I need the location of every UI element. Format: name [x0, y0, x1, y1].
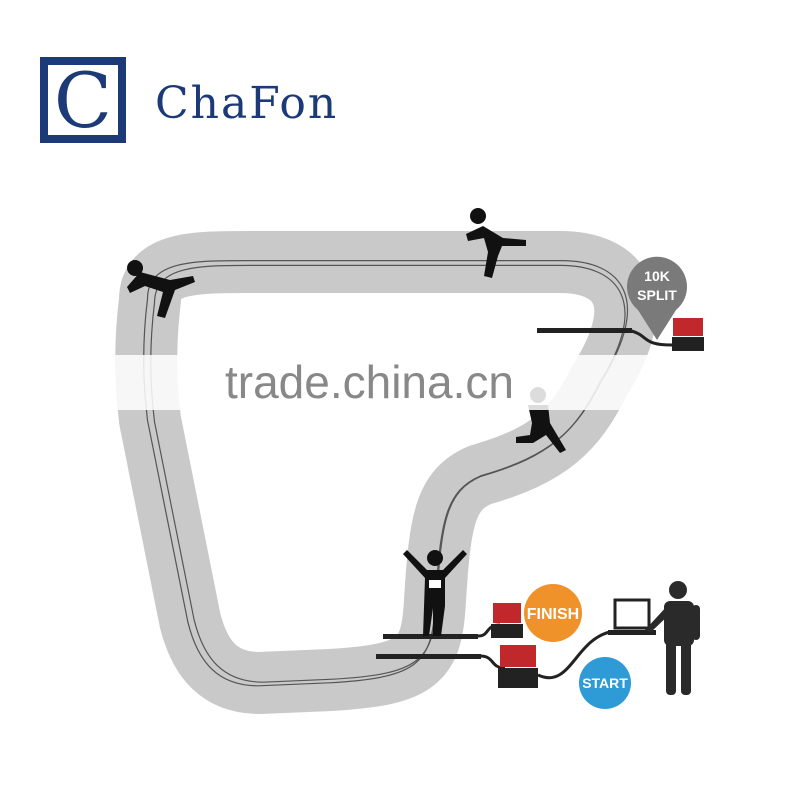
runner-icon — [466, 208, 526, 278]
finish-badge: FINISH — [524, 584, 582, 642]
operator-person-icon — [645, 581, 700, 695]
split-marker: 10K SPLIT — [627, 256, 688, 340]
chafon-logo: C — [40, 57, 126, 143]
race-track — [115, 230, 657, 714]
start-badge: START — [579, 657, 631, 709]
brand-name: ChaFon — [155, 78, 339, 129]
laptop-icon — [608, 598, 656, 635]
watermark: trade.china.cn — [0, 355, 800, 410]
split-label-2: SPLIT — [637, 287, 677, 303]
svg-text:START: START — [582, 675, 628, 691]
split-label-1: 10K — [644, 268, 670, 284]
cables — [477, 328, 673, 680]
rfid-reader-start — [498, 645, 538, 688]
timing-mats — [376, 328, 632, 659]
runner-icon — [127, 260, 195, 318]
finishing-runner-icon — [403, 550, 467, 636]
rfid-reader-finish — [491, 603, 523, 638]
rfid-reader-split — [672, 318, 704, 351]
svg-text:FINISH: FINISH — [527, 606, 579, 623]
